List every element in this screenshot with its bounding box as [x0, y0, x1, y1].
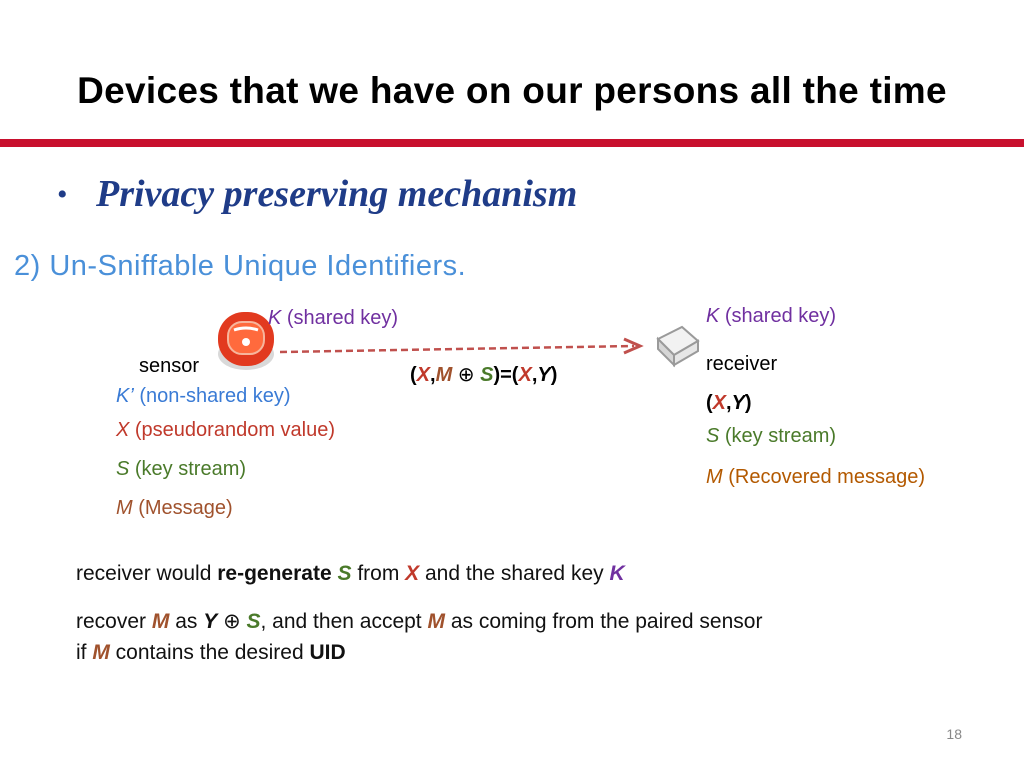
receiver-key-stream-label: S (key stream): [706, 425, 837, 447]
sensor-label: sensor: [139, 355, 200, 377]
explanation-line-1: receiver would re-generate S from X and …: [76, 562, 625, 585]
transmission-arrow: [279, 337, 644, 355]
transmitted-expression: (X,M ⊕ S)=(X,Y): [410, 364, 558, 386]
title-divider: [0, 139, 1024, 147]
explanation-line-2: recover M as Y ⊕ S, and then accept M as…: [76, 610, 763, 633]
page-number: 18: [946, 726, 962, 742]
recovered-message-label: M (Recovered message): [706, 466, 925, 488]
message-label: M (Message): [116, 497, 233, 519]
received-pair: (X,Y): [706, 392, 752, 414]
sensor-device-icon: [218, 312, 274, 370]
receiver-label: receiver: [706, 353, 778, 375]
explanation-line-3: if M contains the desired UID: [76, 641, 346, 664]
pseudorandom-label: X (pseudorandom value): [116, 419, 336, 441]
nonshared-key-label: K’ (non-shared key): [116, 385, 291, 407]
slide-title: Devices that we have on our persons all …: [77, 70, 947, 111]
bullet-dot: •: [57, 178, 68, 211]
bullet-heading: Privacy preserving mechanism: [96, 173, 578, 215]
receiver-shared-key-label: K (shared key): [706, 305, 837, 327]
subheading: 2) Un-Sniffable Unique Identifiers.: [14, 250, 467, 282]
sensor-key-stream-label: S (key stream): [116, 458, 247, 480]
sensor-shared-key-label: K (shared key): [268, 307, 399, 329]
receiver-device-icon: [656, 325, 700, 368]
